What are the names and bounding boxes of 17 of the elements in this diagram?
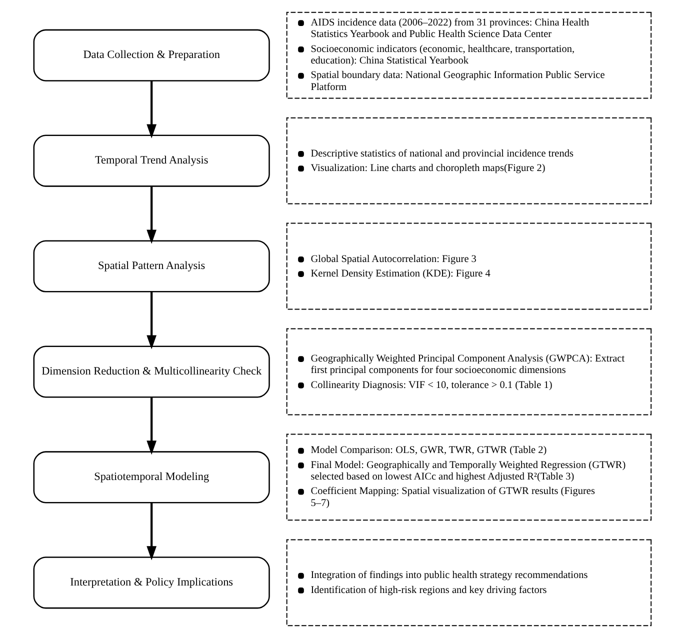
node-box: Descriptive statistics of national and provincial incidence trends Visualization: Line charts and choropleth maps(Figure 2) xyxy=(286,117,652,204)
node-box: Global Spatial Autocorrelation: Figure 3 Kernel Density Estimation (KDE): Figure 4 xyxy=(286,222,652,310)
arrow xyxy=(146,502,157,560)
arrow xyxy=(146,292,157,350)
node-box: Temporal Trend Analysis xyxy=(33,134,270,187)
node-box: Data Collection & Preparation xyxy=(33,29,270,82)
node-box: Integration of findings into public health strategy recommendations Identification of high-risk regions and key driving factors xyxy=(286,539,652,626)
node-box: Model Comparison: OLS, GWR, TWR, GTWR (Table 2) Final Model: Geographically and Temporally Weighted Regression (GTWR) selected based on lowest AICc and highest Adjusted R²(Table 3) Coefficient Mapping: Spatial visualization of GTWR results (Figures 5–7) xyxy=(286,434,652,521)
node-box: AIDS incidence data (2006–2022) from 31 provinces: China Health Statistics Yearbook and Public Health Science Data Center Socioeconomic indicators (economic, healthcare, transportation, education): China Statistical Yearbook Spatial boundary data: National Geographic Information Public Service Platform xyxy=(286,12,652,99)
node-box: Spatiotemporal Modeling xyxy=(33,451,270,504)
node-box: Interpretation & Policy Implications xyxy=(33,556,270,609)
node-box: Dimension Reduction & Multicollinearity Check xyxy=(33,346,270,398)
arrow xyxy=(146,80,157,138)
node-box: Geographically Weighted Principal Component Analysis (GWPCA): Extract first principal components for four socioeconomic dimensions Collinearity Diagnosis: VIF < 10, tolerance > 0.1 (Table 1) xyxy=(286,328,652,416)
arrow xyxy=(146,397,157,455)
node-box: Spatial Pattern Analysis xyxy=(33,240,270,292)
arrow xyxy=(146,186,157,244)
